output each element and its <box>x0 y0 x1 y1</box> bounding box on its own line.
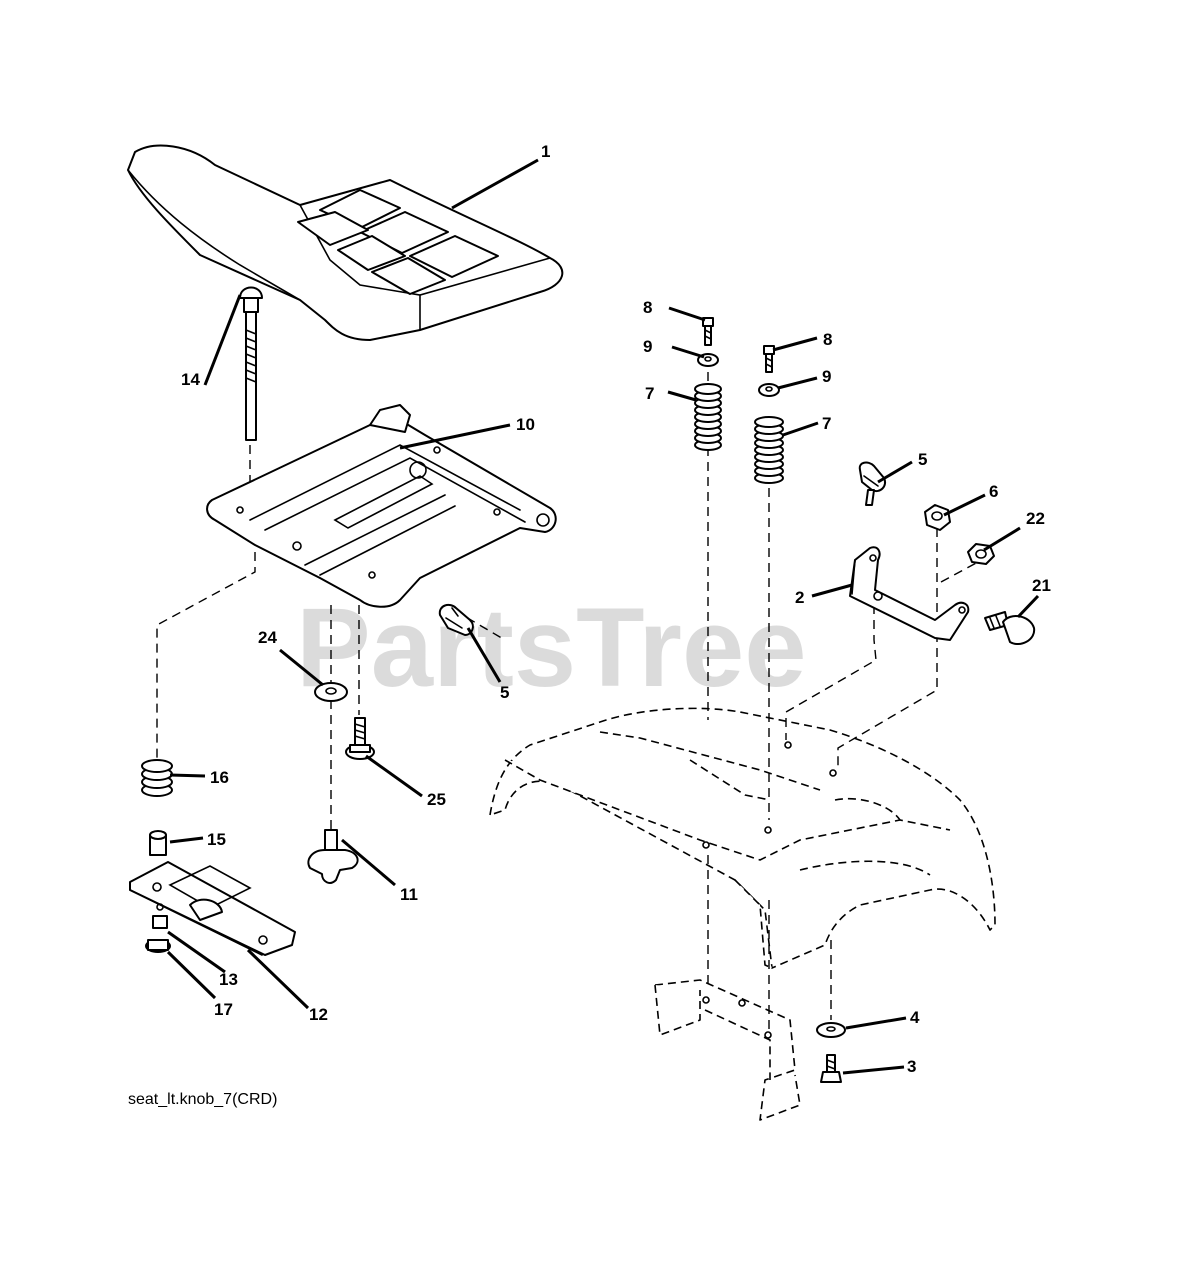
knob <box>307 829 359 884</box>
nut-6 <box>924 504 951 531</box>
callout-14: 14 <box>181 370 200 389</box>
clip-left <box>438 603 474 636</box>
bolt-25 <box>345 717 375 760</box>
callout-9-right: 9 <box>822 367 831 386</box>
clip-right <box>858 461 886 506</box>
callout-6: 6 <box>989 482 998 501</box>
callout-8-right: 8 <box>823 330 832 349</box>
callout-11: 11 <box>400 885 418 904</box>
washer-bottom <box>816 1022 846 1038</box>
seat <box>127 144 564 341</box>
fender-frame <box>489 707 996 1121</box>
washer-right <box>758 383 780 397</box>
callout-1: 1 <box>541 142 550 161</box>
callout-5-left: 5 <box>500 683 509 702</box>
leader-lines <box>166 158 1040 1075</box>
bolt-bottom <box>820 1054 842 1083</box>
callout-13: 13 <box>219 970 238 989</box>
callout-7-right: 7 <box>822 414 831 433</box>
screw-right <box>763 345 775 373</box>
callout-21: 21 <box>1032 576 1051 595</box>
callout-5-right: 5 <box>918 450 927 469</box>
washer-left <box>697 353 719 367</box>
spacer <box>149 830 167 856</box>
spring-right <box>754 416 784 484</box>
spring-small <box>141 759 173 797</box>
callout-12: 12 <box>309 1005 328 1024</box>
callout-4: 4 <box>910 1008 920 1027</box>
slide-plate <box>129 861 296 956</box>
callout-15: 15 <box>207 830 226 849</box>
callout-24: 24 <box>258 628 277 647</box>
bracket <box>849 546 970 641</box>
callout-22: 22 <box>1026 509 1045 528</box>
screw-left <box>702 317 714 346</box>
callout-25: 25 <box>427 790 446 809</box>
diagram-caption: seat_lt.knob_7(CRD) <box>128 1091 277 1108</box>
callout-8-left: 8 <box>643 298 652 317</box>
assembly-lines <box>156 372 979 1030</box>
callout-7-left: 7 <box>645 384 654 403</box>
nut-17 <box>145 939 171 953</box>
shoulder-bolt <box>984 611 1036 646</box>
carriage-bolt <box>239 286 263 441</box>
callout-17: 17 <box>214 1000 233 1019</box>
callout-3: 3 <box>907 1057 916 1076</box>
callout-10: 10 <box>516 415 535 434</box>
callout-9-left: 9 <box>643 337 652 356</box>
spring-left <box>694 383 722 451</box>
nut-13 <box>152 915 168 929</box>
callout-16: 16 <box>210 768 229 787</box>
seat-pan <box>206 404 557 608</box>
callout-2: 2 <box>795 588 804 607</box>
washer-24 <box>314 682 348 702</box>
callout-numbers: 1 14 10 24 5 25 16 15 11 13 17 12 8 9 7 … <box>181 142 1051 1076</box>
